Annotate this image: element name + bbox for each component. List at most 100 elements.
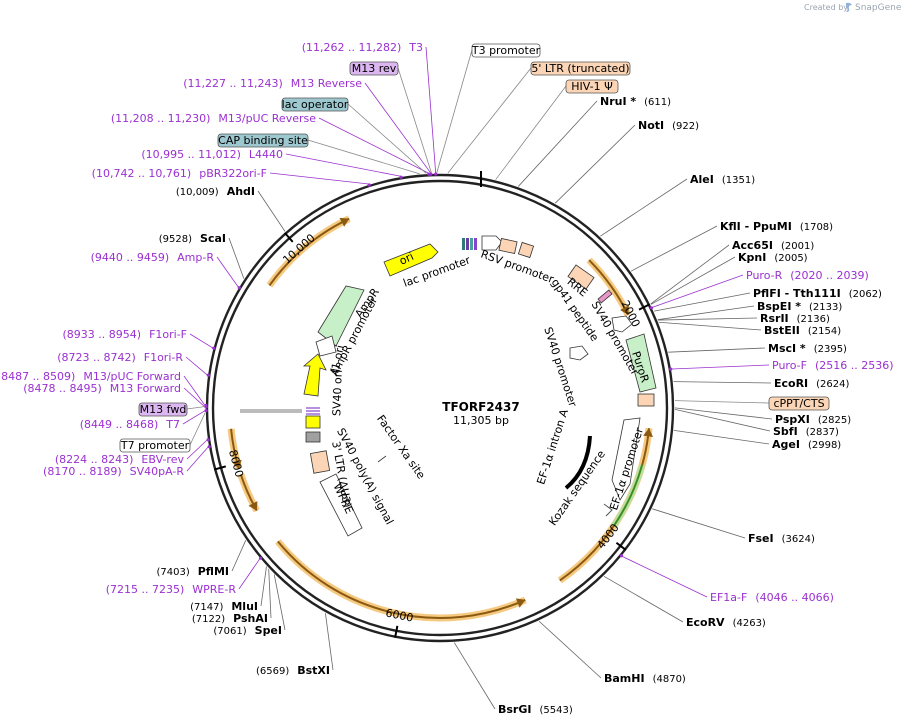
primer-puro-r[interactable]: Puro-R(2020 .. 2039): [746, 269, 869, 282]
enzyme-pshai[interactable]: PshAI(7122): [192, 612, 268, 625]
feature-box-m13-fwd[interactable]: M13 fwd: [138, 402, 188, 417]
enzyme-acc65i[interactable]: Acc65I(2001): [732, 239, 814, 252]
primer-pbr322ori-f[interactable]: pBR322ori-F(10,742 .. 10,761): [92, 167, 267, 180]
leader-line: [657, 317, 758, 321]
enzyme-scai[interactable]: ScaI(9528): [159, 232, 226, 245]
enzyme-fsei[interactable]: FseI(3624): [748, 532, 815, 545]
enzyme-name: NotI: [638, 119, 664, 132]
primer-site-mark: [237, 286, 241, 290]
ruler-tick: [213, 465, 227, 471]
enzyme-pflfi-tth111i[interactable]: PflFI - Tth111I(2062): [753, 287, 882, 300]
enzyme-msci[interactable]: MscI *(2395): [768, 342, 847, 355]
rre-block: [567, 264, 595, 290]
ruler-tick: [615, 541, 627, 551]
primer-range: (8449 .. 8468): [80, 418, 159, 431]
enzyme-spei[interactable]: SpeI(7061): [213, 624, 282, 637]
leader-line: [186, 406, 206, 410]
feature-box-t3-promoter[interactable]: T3 promoter: [471, 43, 541, 58]
feature-box-hiv-1[interactable]: HIV-1 Ψ: [565, 79, 619, 94]
primer-puro-f[interactable]: Puro-F(2516 .. 2536): [772, 359, 894, 372]
enzyme-ecorv[interactable]: EcoRV(4263): [686, 616, 766, 629]
primer-site-mark: [204, 409, 208, 413]
enzyme-kfli-ppumi[interactable]: KflI - PpuMI(1708): [720, 220, 833, 233]
enzyme-name: PspXI: [775, 413, 810, 426]
primer-amp-r[interactable]: Amp-R(9440 .. 9459): [91, 251, 215, 264]
enzyme-pspxi[interactable]: PspXI(2825): [775, 413, 851, 426]
rsv-promoter-arrow: [481, 235, 503, 251]
enzyme-bspei[interactable]: BspEI *(2133): [757, 300, 842, 313]
enzyme-bsteii[interactable]: BstEII(2154): [764, 324, 841, 337]
enzyme-bamhi[interactable]: BamHI(4870): [604, 672, 686, 685]
primer-m13-reverse[interactable]: M13 Reverse(11,227 .. 11,243): [183, 77, 362, 90]
primer-ebv-rev[interactable]: EBV-rev(8224 .. 8243): [55, 453, 185, 466]
enzyme-name: PflFI - Tth111I: [753, 287, 841, 300]
feature-box-5-ltr-truncated[interactable]: 5' LTR (truncated): [530, 61, 631, 76]
enzyme-agei[interactable]: AgeI(2998): [772, 438, 841, 451]
leader-line: [674, 409, 771, 432]
enzyme-name: KpnI: [738, 251, 766, 264]
primer-name: Amp-R: [177, 251, 214, 264]
ef1a-intron-bar: [564, 435, 592, 490]
enzyme-name: EcoRI: [774, 377, 808, 390]
enzyme-mlui[interactable]: MluI(7147): [190, 600, 258, 613]
primer-m13-forward[interactable]: M13 Forward(8478 .. 8495): [23, 382, 181, 395]
primer-sv40pa-r[interactable]: SV40pA-R(8170 .. 8189): [43, 465, 184, 478]
primer-f1ori-r[interactable]: F1ori-R(8723 .. 8742): [57, 351, 183, 364]
primer-site-mark: [669, 367, 673, 371]
enzyme-name: SbfI: [773, 425, 798, 438]
enzyme-rsrii[interactable]: RsrII(2136): [760, 312, 830, 325]
primer-name: F1ori-F: [149, 328, 187, 341]
enzyme-sbfi[interactable]: SbfI(2837): [773, 425, 839, 438]
enzyme-bsrgi[interactable]: BsrGI(5543): [498, 703, 573, 716]
cppt-block: [637, 393, 655, 407]
enzyme-ahdi[interactable]: AhdI(10,009): [176, 185, 255, 198]
primer-m13-puc-reverse[interactable]: M13/pUC Reverse(11,208 .. 11,230): [111, 112, 316, 125]
primer-t7[interactable]: T7(8449 .. 8468): [80, 418, 180, 431]
enzyme-position: (1351): [722, 175, 755, 186]
feature-box: [565, 79, 619, 94]
primer-m13-puc-forward[interactable]: M13/pUC Forward(8487 .. 8509): [0, 370, 181, 383]
feature-box-cap-binding-site[interactable]: CAP binding site: [217, 133, 309, 148]
leader-line: [183, 375, 206, 406]
feature-box-t7-promoter[interactable]: T7 promoter: [119, 438, 191, 453]
primer-site-mark: [206, 438, 210, 442]
enzyme-pflmi[interactable]: PflMI(7403): [156, 565, 229, 578]
leader-line: [650, 256, 736, 305]
enzyme-name: EcoRV: [686, 616, 725, 629]
leader-line: [453, 642, 496, 710]
enzyme-ecori[interactable]: EcoRI(2624): [774, 377, 850, 390]
feature-box-cppt-cts[interactable]: cPPT/CTS: [768, 396, 830, 411]
primer-name: M13 Forward: [110, 382, 181, 395]
enzyme-position: (2998): [808, 440, 841, 451]
primer-f1ori-f[interactable]: F1ori-F(8933 .. 8954): [63, 328, 188, 341]
snapgene-logo-icon: [846, 2, 852, 12]
enzyme-name: AleI: [690, 173, 714, 186]
enzyme-alei[interactable]: AleI (1351): [690, 173, 755, 186]
inner-feature-label-f1-ori: f1 ori: [328, 344, 347, 375]
feature-box: [349, 61, 399, 76]
enzyme-position: (4870): [653, 674, 686, 685]
leader-line: [674, 407, 773, 420]
enzyme-kpni[interactable]: KpnI(2005): [738, 251, 808, 264]
primer-range: (11,227 .. 11,243): [183, 77, 283, 90]
enzyme-nrui[interactable]: NruI *(611): [600, 95, 671, 108]
primer-ef1a-f[interactable]: EF1a-F(4046 .. 4066): [710, 591, 834, 604]
primer-t3[interactable]: T3(11,262 .. 11,282): [302, 41, 423, 54]
enzyme-noti[interactable]: NotI(922): [638, 119, 699, 132]
feature-box-m13-rev[interactable]: M13 rev: [349, 61, 399, 76]
leader-line: [182, 410, 206, 425]
primer-l4440[interactable]: L4440(10,995 .. 11,012): [141, 148, 283, 161]
enzyme-bstxi[interactable]: BstXI(6569): [256, 664, 330, 677]
primer-site-mark: [429, 172, 433, 176]
leader-line: [186, 439, 208, 460]
feature-box-lac-operator[interactable]: lac operator: [281, 97, 349, 112]
leader-line: [657, 305, 755, 321]
feature-box: [471, 43, 541, 58]
enzyme-name: KflI - PpuMI: [720, 220, 792, 233]
sv40-promoter-arrow: [611, 315, 633, 333]
feature-box: [281, 97, 349, 112]
factor-xa-block: [305, 431, 321, 443]
enzyme-position: (7061): [213, 626, 246, 637]
orf-arrowhead: [620, 305, 629, 315]
primer-wpre-r[interactable]: WPRE-R(7215 .. 7235): [106, 583, 237, 596]
